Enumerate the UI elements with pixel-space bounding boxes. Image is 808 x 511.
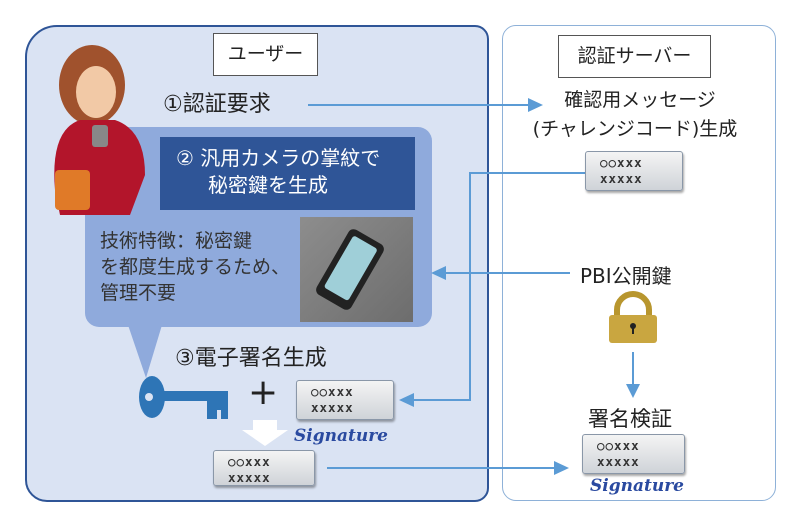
feature-line3: 管理不要: [100, 282, 177, 304]
step2-line1: ② 汎用カメラの掌紋で: [176, 146, 381, 170]
arrow-challenge-to-user: [412, 172, 585, 401]
phone-in-photo: [313, 227, 387, 312]
down-arrow: [242, 420, 288, 446]
plus-sign: +: [248, 372, 279, 413]
signature-label: Signature: [590, 476, 684, 496]
signature-overlay: Signature: [294, 426, 388, 446]
padlock-icon: [609, 291, 657, 343]
step2-line2: 秘密鍵を生成: [208, 173, 328, 197]
server-panel: [502, 25, 776, 501]
public-key-label: PBI公開鍵: [580, 264, 672, 288]
feature-text: 技術特徴：秘密鍵 を都度生成するため、 管理不要: [100, 228, 290, 306]
step1-label: ①認証要求: [163, 92, 271, 117]
server-title: 認証サーバー: [558, 35, 711, 78]
feature-line2: を都度生成するため、: [100, 256, 291, 278]
person-illustration: [54, 45, 145, 215]
feature-line1: 技術特徴：秘密鍵: [100, 230, 253, 252]
bag: [55, 170, 90, 210]
callout-tail: [128, 325, 162, 378]
step3-label: ③電子署名生成: [175, 346, 327, 371]
user-title: ユーザー: [213, 33, 318, 76]
challenge-line2: (チャレンジコード)生成: [532, 118, 738, 140]
challenge-line1: 確認用メッセージ: [564, 89, 716, 111]
challenge-generation: 確認用メッセージ (チャレンジコード)生成: [533, 86, 740, 144]
verify-label: 署名検証: [588, 407, 672, 431]
step2-box: ② 汎用カメラの掌紋で 秘密鍵を生成: [160, 137, 415, 210]
palm-camera-photo: [300, 217, 413, 322]
